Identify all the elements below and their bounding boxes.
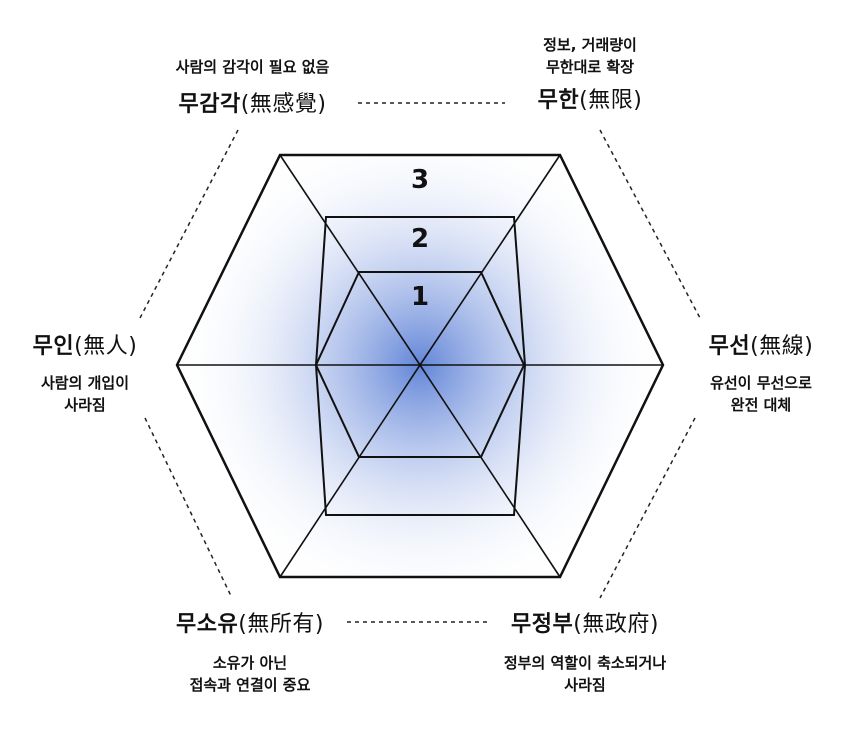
level-3-label: 3 bbox=[410, 165, 430, 195]
dashed-connectors bbox=[139, 102, 701, 623]
node-unmanned-title: 무인(無人) bbox=[10, 328, 160, 360]
node-unmanned-title-hanja: (無人) bbox=[74, 334, 138, 359]
node-non-possession-desc-1: 소유가 아닌 bbox=[212, 654, 288, 672]
level-1-label: 1 bbox=[410, 282, 430, 312]
node-anarchy-title-hanja: (無政府) bbox=[573, 612, 659, 637]
node-no-sense-desc: 사람의 감각이 필요 없음 bbox=[175, 58, 330, 76]
node-anarchy: 무정부(無政府) 정부의 역할이 축소되거나 사라짐 bbox=[450, 606, 720, 696]
node-infinite-desc-2: 무한대로 확장 bbox=[545, 58, 635, 76]
node-no-sense-title: 무감각(無感覺) bbox=[110, 86, 395, 118]
spokes bbox=[177, 154, 663, 578]
level-2-label: 2 bbox=[410, 224, 430, 254]
node-infinite-desc-1: 정보, 거래량이 bbox=[543, 36, 637, 54]
node-non-possession: 무소유(無所有) 소유가 아닌 접속과 연결이 중요 bbox=[135, 606, 365, 696]
node-unmanned-desc-2: 사라짐 bbox=[64, 396, 106, 414]
node-anarchy-desc-1: 정부의 역할이 축소되거나 bbox=[503, 654, 667, 672]
node-wireless-desc-2: 완전 대체 bbox=[730, 396, 792, 414]
node-wireless-title-hanja: (無線) bbox=[750, 334, 814, 359]
node-no-sense-title-ko: 무감각 bbox=[178, 92, 241, 117]
node-non-possession-title: 무소유(無所有) bbox=[135, 606, 365, 638]
node-anarchy-title: 무정부(無政府) bbox=[450, 606, 720, 638]
node-anarchy-title-ko: 무정부 bbox=[511, 612, 574, 637]
node-infinite-title-hanja: (無限) bbox=[579, 88, 643, 113]
node-non-possession-title-hanja: (無所有) bbox=[238, 612, 324, 637]
node-anarchy-desc-2: 사라짐 bbox=[564, 676, 606, 694]
node-wireless-title-ko: 무선 bbox=[708, 334, 751, 359]
node-no-sense: 사람의 감각이 필요 없음 무감각(無感覺) bbox=[110, 56, 395, 118]
node-non-possession-title-ko: 무소유 bbox=[176, 612, 239, 637]
node-wireless: 무선(無線) 유선이 무선으로 완전 대체 bbox=[672, 328, 850, 416]
node-unmanned: 무인(無人) 사람의 개입이 사라짐 bbox=[10, 328, 160, 416]
node-wireless-desc-1: 유선이 무선으로 bbox=[710, 374, 812, 392]
node-unmanned-desc-1: 사람의 개입이 bbox=[40, 374, 130, 392]
node-infinite-title-ko: 무한 bbox=[537, 88, 580, 113]
node-infinite-title: 무한(無限) bbox=[500, 82, 680, 114]
node-infinite: 정보, 거래량이 무한대로 확장 무한(無限) bbox=[500, 34, 680, 114]
node-unmanned-title-ko: 무인 bbox=[32, 334, 75, 359]
node-non-possession-desc-2: 접속과 연결이 중요 bbox=[189, 676, 311, 694]
node-no-sense-title-hanja: (無感覺) bbox=[240, 92, 327, 117]
node-wireless-title: 무선(無線) bbox=[672, 328, 850, 360]
